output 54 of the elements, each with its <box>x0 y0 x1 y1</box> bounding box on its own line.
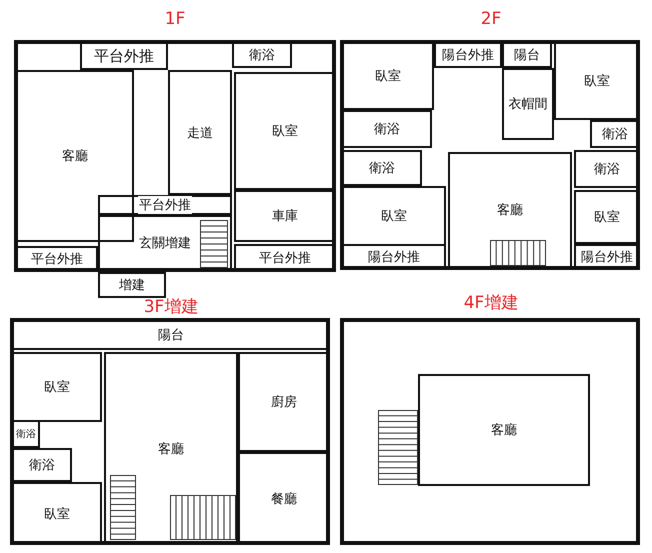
room <box>98 215 232 270</box>
floor-heading: 3F增建 <box>142 296 200 318</box>
room-label: 走道 <box>186 124 214 142</box>
room-label: 餐廳 <box>270 490 298 508</box>
room-label: 陽台外推 <box>367 248 421 266</box>
room-label: 臥室 <box>374 67 402 85</box>
room-label: 平台外推 <box>93 46 155 66</box>
room <box>12 352 102 422</box>
room <box>16 70 134 242</box>
room-label: 衛浴 <box>28 456 56 474</box>
room-label: 衛浴 <box>15 427 37 441</box>
room-label: 玄關增建 <box>138 234 192 252</box>
room-label: 陽台外推 <box>580 248 634 266</box>
room-label: 衛浴 <box>601 125 629 143</box>
room <box>12 448 72 482</box>
room-label: 臥室 <box>593 208 621 226</box>
room <box>232 42 292 68</box>
room-label: 陽台外推 <box>441 46 495 64</box>
room-label: 臥室 <box>271 122 299 140</box>
room <box>98 195 232 215</box>
room-label: 陽台 <box>513 46 541 64</box>
room-label: 客廳 <box>157 440 185 458</box>
room <box>342 186 446 246</box>
room <box>434 42 502 68</box>
room-label: 平台外推 <box>30 250 84 268</box>
room-label: 陽台 <box>157 326 185 344</box>
room <box>12 420 40 448</box>
floor-heading: 4F增建 <box>462 292 520 314</box>
room <box>342 42 434 110</box>
room-label: 衣帽間 <box>508 95 548 113</box>
floor-heading: 1F <box>164 8 186 30</box>
room-label: 衛浴 <box>593 160 621 178</box>
room-label: 增建 <box>118 276 146 294</box>
room <box>502 42 552 68</box>
room-label: 車庫 <box>271 207 299 225</box>
room-label: 衛浴 <box>248 46 276 64</box>
room <box>98 272 166 298</box>
room <box>342 110 432 148</box>
floor-heading: 2F <box>480 8 502 30</box>
room-label: 臥室 <box>380 207 408 225</box>
room-label: 平台外推 <box>138 196 192 214</box>
room <box>80 42 168 70</box>
room-label: 衛浴 <box>368 159 396 177</box>
room <box>342 150 422 186</box>
room <box>448 152 572 268</box>
room-label: 臥室 <box>583 72 611 90</box>
room-label: 臥室 <box>43 378 71 396</box>
room <box>418 374 590 486</box>
room-label: 臥室 <box>43 504 71 522</box>
room-label: 廚房 <box>270 393 298 411</box>
room-label: 衛浴 <box>373 120 401 138</box>
room-label: 平台外推 <box>258 249 312 267</box>
room <box>502 68 554 140</box>
room <box>168 70 232 195</box>
